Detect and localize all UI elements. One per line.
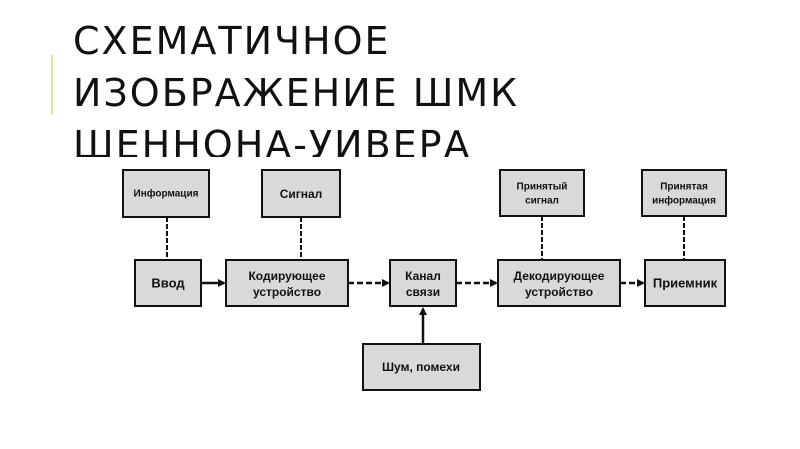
decoder-box: Декодирующее устройство <box>497 259 621 307</box>
received-information-box: Принятая информация <box>641 169 727 217</box>
receiver-box: Приемник <box>644 259 726 307</box>
received-information-label-1: Принятая <box>660 182 708 193</box>
input-label: Ввод <box>151 276 185 291</box>
received-signal-box: Принятый сигнал <box>499 169 585 217</box>
decoder-label-2: устройство <box>525 285 593 299</box>
channel-label-1: Канал <box>405 269 441 283</box>
input-box: Ввод <box>134 259 202 307</box>
signal-label: Сигнал <box>280 187 323 201</box>
noise-box: Шум, помехи <box>362 343 481 391</box>
channel-label-2: связи <box>406 285 440 299</box>
received-signal-label-1: Принятый <box>517 182 568 193</box>
channel-box: Канал связи <box>389 259 457 307</box>
signal-box: Сигнал <box>261 169 341 218</box>
title-line-1: СХЕМАТИЧНОЕ <box>73 19 391 63</box>
title-line-3: ШЕННОНА-УИВЕРА <box>73 123 472 157</box>
noise-label: Шум, помехи <box>382 360 460 374</box>
encoder-label-2: устройство <box>253 285 321 299</box>
slide-title: СХЕМАТИЧНОЕ ИЗОБРАЖЕНИЕ ШМК ШЕННОНА-УИВЕ… <box>73 15 673 157</box>
received-signal-label-2: сигнал <box>525 196 559 207</box>
information-label: Информация <box>134 188 199 200</box>
information-box: Информация <box>122 169 210 218</box>
encoder-box: Кодирующее устройство <box>225 259 349 307</box>
title-accent-bar <box>51 55 53 115</box>
encoder-label-1: Кодирующее <box>248 269 325 283</box>
receiver-label: Приемник <box>653 276 718 291</box>
received-information-label-2: информация <box>652 195 716 207</box>
decoder-label-1: Декодирующее <box>514 269 605 283</box>
title-line-2: ИЗОБРАЖЕНИЕ ШМК <box>73 71 520 115</box>
